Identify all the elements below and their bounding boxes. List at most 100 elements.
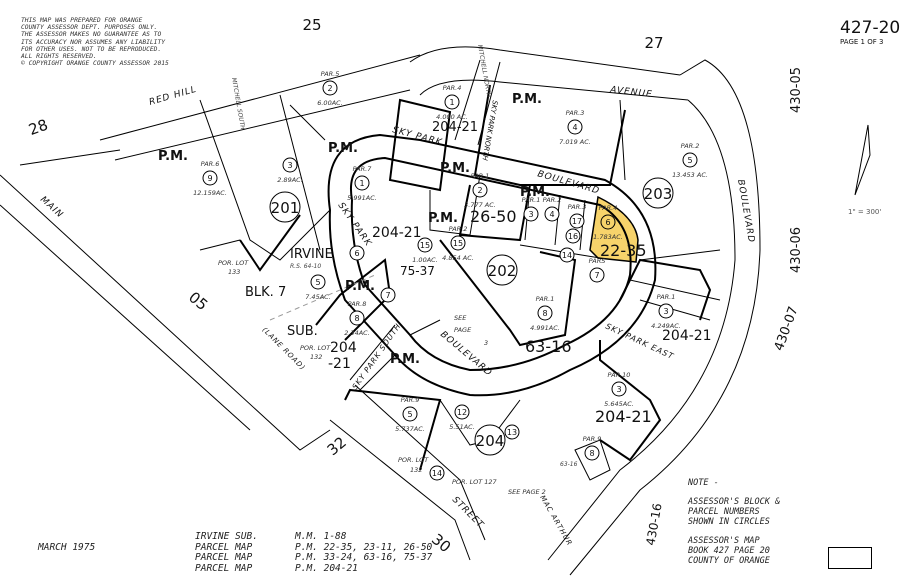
block-201[interactable]: 201 — [269, 191, 301, 223]
parcel-16[interactable]: 151.00AC. — [412, 237, 438, 264]
parcel-area: 4.249AC. — [651, 322, 681, 330]
parcel-number-circle — [472, 182, 488, 198]
book-line: COUNTY OF ORANGE — [688, 556, 770, 566]
adjacent-page-430-06[interactable]: 430-06 — [789, 227, 804, 273]
parcel-19[interactable]: PAR.882.34AC. — [344, 300, 370, 337]
parcel-number-circle — [202, 170, 218, 186]
parcel-22[interactable]: PAR.134.249AC. — [651, 293, 681, 330]
parcel-24[interactable]: PAR.955.737AC. — [395, 396, 425, 433]
parcel-number: 6 — [354, 249, 359, 258]
parcel-number-circle — [567, 119, 583, 135]
block-203[interactable]: 203 — [642, 177, 674, 209]
pm-ref: -21 — [328, 356, 351, 372]
parcel-12[interactable]: PAR.461.783AC. — [593, 204, 623, 241]
highlighted-parcel[interactable] — [589, 195, 639, 263]
parcel-0[interactable]: PAR.526.00AC. — [317, 70, 343, 107]
parcel-number: 5 — [407, 410, 412, 419]
parcel-number: 8 — [542, 309, 547, 318]
parcel-par-label: PAR.8 — [348, 300, 367, 308]
parcel-par-label: PAR.6 — [201, 160, 220, 168]
legend-ref: P.M. 22-35, 23-11, 26-50 — [295, 541, 433, 553]
parcel-5[interactable]: 32.89AC. — [277, 157, 303, 184]
pm-label: P.M. — [520, 185, 550, 200]
parcel-area: 12.159AC. — [193, 189, 227, 197]
legend-ref: P.M. 204-21 — [295, 562, 358, 574]
parcel-number-circle — [565, 228, 581, 244]
adjacent-page-32[interactable]: 32 — [324, 433, 350, 459]
parcel-7[interactable]: PAR.123.777 AC. — [464, 172, 496, 209]
parcel-10[interactable]: PAR.317 — [568, 203, 587, 229]
parcel-number-circle — [544, 206, 560, 222]
parcel-area: 6.00AC. — [317, 99, 343, 107]
parcel-number-circle — [600, 214, 616, 230]
parcel-number-circle — [354, 175, 370, 191]
parcel-number-circle — [504, 424, 520, 440]
parcel-27[interactable]: 14 — [429, 465, 445, 481]
pm-ref: 26-50 — [470, 207, 517, 226]
parcel-number: 6 — [605, 218, 610, 227]
svg-text:3: 3 — [484, 339, 488, 347]
parcel-28[interactable]: PAR.98 — [583, 435, 602, 461]
pm-ref: 75-37 — [400, 264, 435, 278]
legend-type: PARCEL MAP — [195, 552, 253, 563]
adjacent-page-430-16[interactable]: 430-16 — [643, 502, 664, 546]
parcel-par-label: PAR.9 — [583, 435, 602, 443]
parcel-number-circle — [380, 287, 396, 303]
parcel-number-circle — [417, 237, 433, 253]
parcel-number: 14 — [432, 469, 442, 478]
adjacent-page-27[interactable]: 27 — [644, 34, 663, 52]
adjacent-page-430-05[interactable]: 430-05 — [789, 67, 804, 113]
parcel-21[interactable]: PAR.184.991AC. — [530, 295, 560, 332]
see-page-3[interactable]: SEE — [454, 314, 467, 322]
legend-ref: M.M. 1-88 — [295, 531, 347, 542]
parcel-13[interactable]: 14 — [559, 247, 575, 263]
parcel-par-label: PAR.2 — [681, 142, 700, 150]
legend-type: PARCEL MAP — [195, 541, 253, 553]
note-heading: NOTE - — [688, 478, 719, 488]
adjacent-page-25[interactable]: 25 — [302, 16, 321, 34]
parcel-number: 5 — [687, 156, 692, 165]
pm-ref: 63-16 — [525, 337, 572, 356]
parcel-20[interactable]: 7 — [380, 287, 396, 303]
block-202[interactable]: 202 — [486, 254, 518, 286]
road-mac-arthur: MAC ARTHUR — [538, 494, 573, 547]
adjacent-page-05[interactable]: 05 — [185, 288, 211, 314]
parcel-number-circle — [282, 157, 298, 173]
parcel-8[interactable]: PAR.13 — [522, 196, 541, 222]
road-mitchell-north: MITCHELL NORTH — [476, 44, 492, 98]
parcel-17[interactable]: 6 — [349, 245, 365, 261]
parcel-2[interactable]: PAR.347.019 AC. — [559, 109, 591, 146]
parcel-number: 4 — [549, 210, 554, 219]
parcel-26[interactable]: 13 — [504, 424, 520, 440]
parcel-25[interactable]: 125.51AC. — [449, 404, 475, 431]
pm-label: P.M. — [345, 279, 375, 294]
pm-label: P.M. — [440, 161, 470, 176]
see-page-2[interactable]: SEE PAGE 2 — [508, 488, 546, 496]
disclaimer-line: ITS ACCURACY NOR ASSUMES ANY LIABILITY — [21, 38, 166, 46]
parcel-number-circle — [658, 303, 674, 319]
adjacent-pages: 25 27 28 05 32 30 430-05 430-06 430-07 4… — [26, 16, 804, 556]
pm-ref: 204 — [330, 340, 357, 356]
record-survey: R.S. 64-10 — [290, 263, 321, 270]
parcel-par-label: PAR.1 — [471, 172, 490, 180]
legend-row: PARCEL MAP P.M. 22-35, 23-11, 26-50 — [195, 541, 433, 554]
parcel-18[interactable]: 57.45AC. — [305, 274, 331, 301]
svg-text:PAGE: PAGE — [454, 326, 472, 334]
parcel-6[interactable]: PAR.715.991AC. — [347, 165, 377, 202]
parcel-1[interactable]: PAR.414.000 AC. — [436, 84, 468, 121]
adjacent-page-28[interactable]: 28 — [26, 116, 50, 139]
parcel-9[interactable]: PAR.24 — [543, 196, 562, 222]
legend-type: IRVINE SUB. — [195, 531, 258, 542]
block-204[interactable]: 204 — [474, 424, 506, 456]
adjacent-page-430-07[interactable]: 430-07 — [772, 305, 802, 353]
road-avenue: AVENUE — [609, 85, 653, 100]
parcel-11[interactable]: 16 — [565, 228, 581, 244]
